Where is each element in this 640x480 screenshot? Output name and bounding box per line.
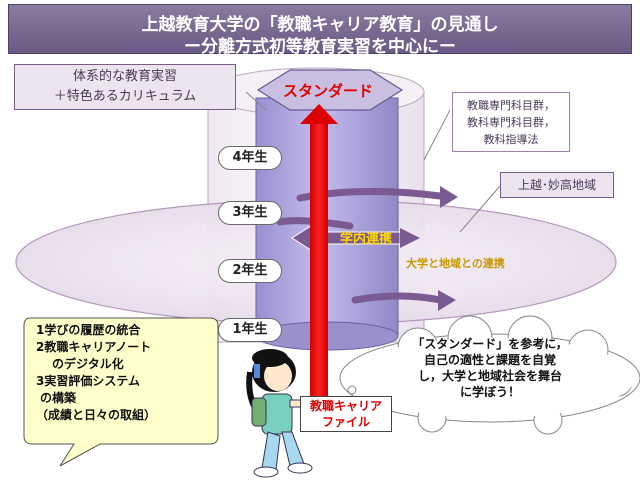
goal-line-2: 2教職キャリアノート [36,340,152,354]
goal-line-4: 3実習評価システム [36,374,140,388]
goal-line-5: の構築 [40,391,77,405]
student-illustration [246,349,313,478]
subjects-line-3: 教科指導法 [483,133,539,146]
career-file-label: 教職キャリア ファイル [300,396,392,432]
message-line-1: 「スタンダード」を参考に， [412,337,568,351]
subjects-line-2: 教科専門科目群， [467,116,555,129]
message-line-3: し，大学と地域社会を舞台 [417,369,562,383]
message-line-2: 自己の適性と課題を自覚 [423,353,556,367]
career-file-line-1: 教職キャリア [309,399,382,413]
year-label-1: 1年生 [218,318,282,342]
title-sub: ー分離方式初等教育実習を中心にー [184,37,456,57]
goal-line-3: のデジタル化 [52,357,124,371]
title-banner: 上越教育大学の「教職キャリア教育」の見通し ー分離方式初等教育実習を中心にー [8,4,632,57]
standard-label: スタンダード [282,82,373,100]
title-main: 上越教育大学の「教職キャリア教育」の見通し [141,15,499,35]
callout-lines [245,91,501,233]
year-label-3: 3年生 [218,201,282,225]
career-arrow [300,104,338,400]
goals-text: 1学びの履歴の統合 2教職キャリアノート のデジタル化 3実習評価システム の構… [36,322,156,424]
year-label-2: 2年生 [218,259,282,283]
goal-line-6: （成績と日々の取組） [36,408,157,422]
career-file-line-2: ファイル [321,415,370,429]
goals-bubble-shape [23,317,219,467]
region-link-label: 大学と地域との連携 [406,257,505,270]
cloud-tail-dot [347,385,357,395]
subjects-box: 教職専門科目群， 教科専門科目群， 教科指導法 [452,92,570,152]
message-text: 「スタンダード」を参考に， 自己の適性と課題を自覚 し，大学と地域社会を舞台 に… [378,336,602,400]
subjects-line-1: 教職専門科目群， [467,99,555,112]
message-line-4: に学ぼう！ [459,385,520,399]
message-cloud-shape [339,315,640,435]
spiral-arrowhead-3 [438,290,456,311]
campus-link-label: 学内連携 [340,232,393,247]
curriculum-box: 体系的な教育実習 ＋特色あるカリキュラム [14,64,236,110]
curriculum-line-2: ＋特色あるカリキュラム [53,89,197,104]
region-box: 上越･妙高地域 [500,172,614,198]
curriculum-line-1: 体系的な教育実習 [72,69,177,84]
standard-hexagon [256,69,404,111]
goal-line-1: 1学びの履歴の統合 [36,323,141,337]
year-label-4: 4年生 [218,146,282,170]
spiral-arrowhead-1 [440,186,458,208]
